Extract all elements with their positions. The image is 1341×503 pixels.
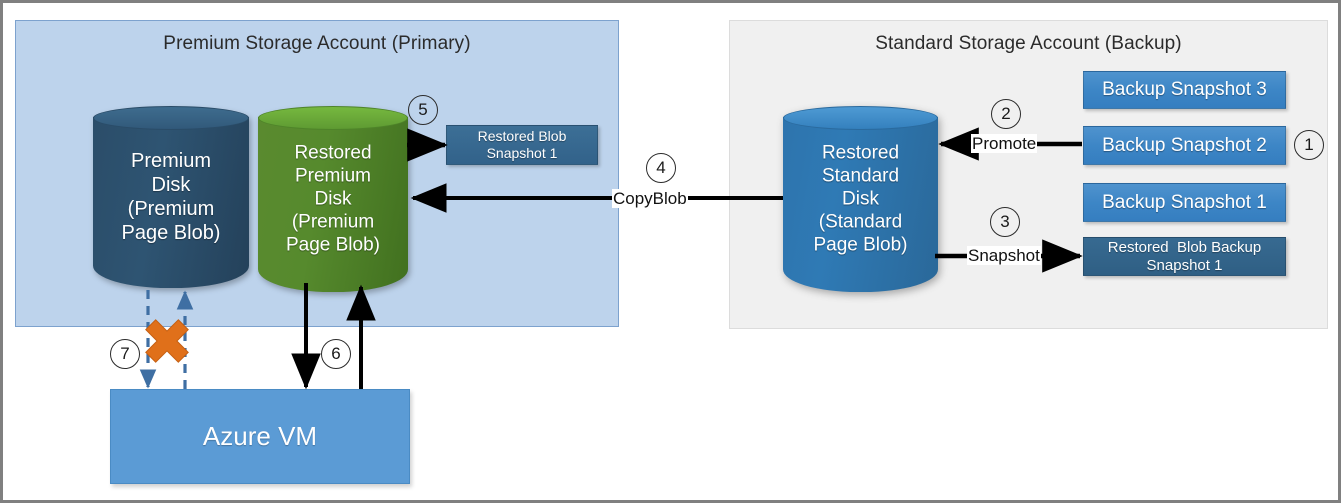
backup-snapshot-2-label: Backup Snapshot 2 <box>1102 134 1267 156</box>
promote-edge-label: Promote <box>971 134 1038 153</box>
backup-snapshot-1-box[interactable]: Backup Snapshot 1 <box>1083 183 1286 222</box>
step-marker-2: 2 <box>991 99 1021 129</box>
backup-snapshot-3-label: Backup Snapshot 3 <box>1102 79 1267 100</box>
backup-snapshot-1-label: Backup Snapshot 1 <box>1102 191 1267 213</box>
step-marker-7: 7 <box>110 339 140 369</box>
step-marker-6: 6 <box>321 339 351 369</box>
cylinder-top-ellipse <box>258 106 408 130</box>
step-marker-5: 5 <box>408 95 438 125</box>
standard-account-title: Standard Storage Account (Backup) <box>875 33 1182 54</box>
step-marker-4: 4 <box>646 153 676 183</box>
azure-vm-label: Azure VM <box>202 421 318 451</box>
premium-account-title: Premium Storage Account (Primary) <box>163 33 471 54</box>
broken-link-x-icon <box>145 319 189 363</box>
azure-vm-box[interactable]: Azure VM <box>110 389 410 484</box>
cylinder-body <box>93 117 249 288</box>
snapshot-edge-label: Snapshot <box>967 246 1041 265</box>
cylinder-top-ellipse <box>93 106 249 130</box>
cylinder-body <box>783 117 938 292</box>
copyblob-edge-label: CopyBlob <box>612 189 688 208</box>
cylinder-body <box>258 117 408 292</box>
backup-snapshot-3-box[interactable]: Backup Snapshot 3 <box>1083 71 1286 109</box>
cylinder-top-ellipse <box>783 106 938 130</box>
step-marker-1: 1 <box>1294 130 1324 160</box>
step-marker-3: 3 <box>990 207 1020 237</box>
backup-snapshot-2-box[interactable]: Backup Snapshot 2 <box>1083 126 1286 165</box>
